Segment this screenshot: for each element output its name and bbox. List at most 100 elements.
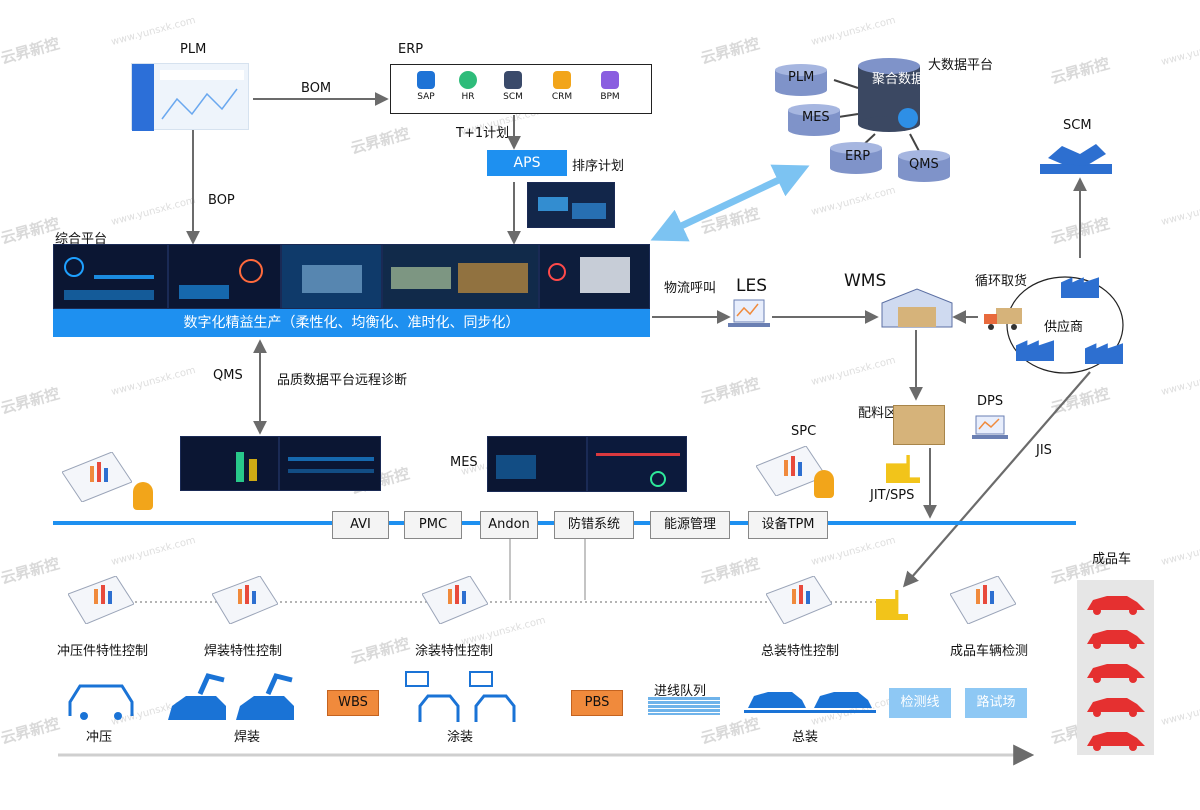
cube-icon [601, 71, 619, 89]
queue-lanes [648, 697, 720, 715]
bigdata-node-qms: QMS [909, 157, 939, 172]
assembly-line-icon [744, 692, 876, 713]
pbs-box: PBS [571, 690, 623, 716]
queue-label: 进线队列 [654, 684, 707, 699]
wbs-box: WBS [327, 690, 379, 716]
platform-title: 综合平台 [55, 232, 108, 247]
kitting-label: 配料区 [858, 406, 898, 421]
worker-avatar-icon [814, 470, 834, 498]
platform-screen-4 [382, 244, 539, 309]
qms-screen-1 [180, 436, 279, 491]
t1-plan-label: T+1计划 [456, 126, 510, 141]
paint-booth-icon [405, 671, 516, 722]
car-body-icon [68, 684, 134, 720]
red-car-icon [1087, 596, 1145, 751]
wallet-icon [417, 71, 435, 89]
platform-screen-3 [281, 244, 382, 309]
report-chart-icon [212, 576, 278, 624]
platform-banner: 数字化精益生产（柔性化、均衡化、准时化、同步化） [53, 309, 650, 337]
process-painting: 涂装 [447, 730, 474, 745]
bop-label: BOP [208, 193, 235, 208]
erp-panel: SAP HR SCM CRM BPM [390, 64, 652, 114]
plm-label: PLM [180, 42, 207, 57]
logistics-call-label: 物流呼叫 [664, 281, 717, 296]
bigdata-center-label: 聚合数据 [872, 72, 925, 87]
factory-icon [1016, 340, 1054, 361]
module-andon: Andon [480, 511, 538, 539]
factory-icon [1061, 277, 1099, 298]
finished-cars-panel [1077, 580, 1154, 755]
erp-module-bpm: BPM [589, 69, 631, 102]
boxes-icon [893, 405, 945, 445]
bom-label: BOM [301, 81, 332, 96]
truck-icon [984, 308, 1022, 330]
module-energy: 能源管理 [650, 511, 730, 539]
person-icon [459, 71, 477, 89]
warehouse-icon [881, 288, 953, 328]
module-pmc: PMC [404, 511, 462, 539]
robot-arm-icon [168, 673, 294, 720]
laptop-chart-icon [728, 299, 770, 327]
platform-screen-2 [168, 244, 281, 309]
finished-cars-label: 成品车 [1092, 552, 1132, 567]
bag-icon [504, 71, 522, 89]
dps-label: DPS [977, 394, 1004, 409]
module-avi: AVI [332, 511, 389, 539]
process-stamping: 冲压 [86, 730, 113, 745]
bigdata-node-mes: MES [802, 110, 830, 125]
factory-icon [1085, 343, 1123, 364]
bigdata-node-erp: ERP [845, 149, 871, 164]
erp-module-sap: SAP [405, 69, 447, 102]
worker-avatar-icon [133, 482, 153, 510]
report-chart-icon [68, 576, 134, 624]
process-assembly: 总装 [792, 730, 819, 745]
bigdata-node-plm: PLM [788, 70, 815, 85]
mes-screen-2 [587, 436, 687, 492]
mes-screen-1 [487, 436, 587, 492]
handshake-icon [1040, 144, 1112, 174]
laptop-chart-icon [972, 415, 1008, 439]
jis-label: JIS [1036, 443, 1052, 458]
road-test-box: 路试场 [965, 688, 1027, 718]
aps-screen-thumbnail [527, 182, 615, 228]
jit-sps-label: JIT/SPS [870, 488, 915, 503]
erp-module-scm: SCM [492, 69, 534, 102]
plm-dashboard-thumbnail [131, 63, 249, 131]
les-label: LES [736, 276, 768, 296]
platform-screen-1 [53, 244, 168, 309]
control-stamping: 冲压件特性控制 [57, 644, 149, 659]
spc-label: SPC [791, 424, 817, 439]
jis-arrow [902, 371, 1091, 588]
control-assembly: 总装特性控制 [761, 644, 840, 659]
quality-remote-label: 品质数据平台远程诊断 [277, 373, 408, 388]
erp-module-hr: HR [447, 69, 489, 102]
process-welding: 焊装 [234, 730, 261, 745]
bigdata-link-arrow [650, 164, 810, 242]
supplier-loop [1006, 276, 1124, 374]
report-chart-icon [766, 576, 832, 624]
scm-label: SCM [1063, 118, 1092, 133]
module-error-proofing: 防错系统 [554, 511, 634, 539]
test-line-box: 检测线 [889, 688, 951, 718]
bigdata-cluster [775, 58, 950, 182]
people-icon [553, 71, 571, 89]
supplier-label: 供应商 [1044, 320, 1084, 335]
report-chart-icon [756, 446, 826, 496]
report-chart-icon [950, 576, 1016, 624]
erp-module-crm: CRM [541, 69, 583, 102]
wms-label: WMS [844, 271, 887, 291]
module-tpm: 设备TPM [748, 511, 828, 539]
aps-box: APS [487, 150, 567, 176]
aps-note-label: 排序计划 [572, 159, 625, 174]
control-painting: 涂装特性控制 [415, 644, 494, 659]
qms-label: QMS [213, 368, 243, 383]
milk-run-label: 循环取货 [975, 274, 1028, 289]
platform-screen-5 [539, 244, 650, 309]
report-chart-icon [62, 452, 132, 502]
control-welding: 焊装特性控制 [204, 644, 283, 659]
report-chart-icon [422, 576, 488, 624]
mes-label: MES [450, 455, 478, 470]
qms-screen-2 [279, 436, 381, 491]
control-inspection: 成品车辆检测 [950, 644, 1029, 659]
